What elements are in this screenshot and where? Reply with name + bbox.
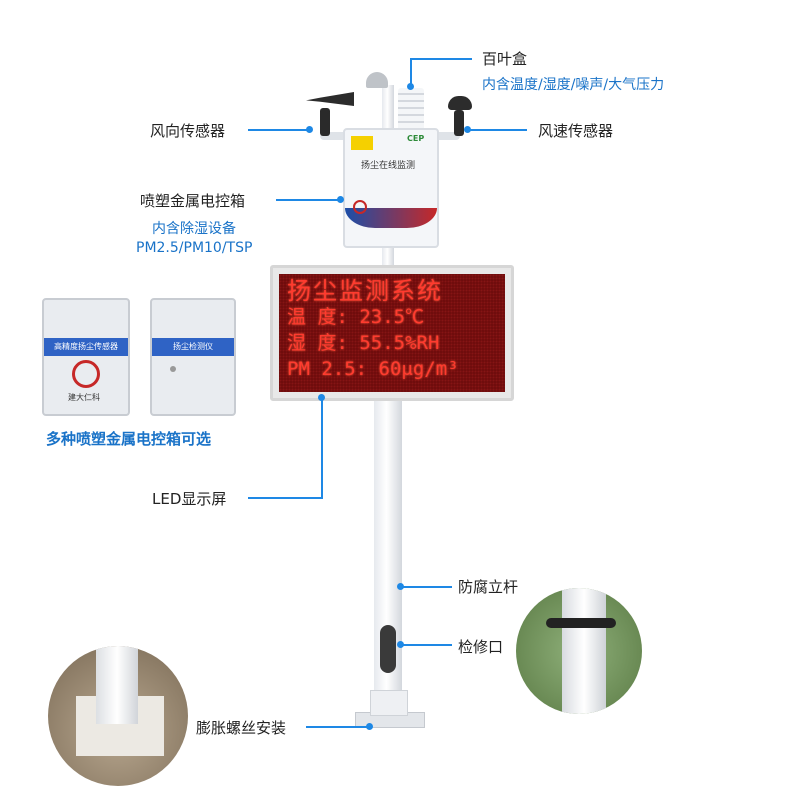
side-box-left-band: 高精度扬尘传感器 (44, 338, 128, 356)
side-box-left: 高精度扬尘传感器 建大仁科 (42, 298, 130, 416)
pole-line (400, 586, 452, 588)
install-line (306, 726, 368, 728)
shutter-box-dot (407, 83, 414, 90)
label-led-screen: LED显示屏 (152, 490, 227, 508)
led-display: 扬尘监测系统 温 度: 23.5℃ 湿 度: 55.5%RH PM 2.5: 6… (270, 265, 514, 401)
label-wind-speed: 风速传感器 (538, 122, 614, 140)
led-title: 扬尘监测系统 (287, 277, 443, 305)
install-photo (48, 646, 188, 786)
cep-badge: CEP (407, 134, 425, 143)
maintenance-hatch (380, 625, 396, 673)
label-maintenance-port: 检修口 (458, 638, 504, 656)
rain-cap (366, 72, 388, 88)
side-box-right: 扬尘检测仪 (150, 298, 236, 416)
label-install: 膨胀螺丝安装 (196, 719, 287, 737)
side-box-right-band: 扬尘检测仪 (152, 338, 234, 356)
control-box-label: 扬尘在线监测 (361, 161, 416, 171)
control-box-device: CEP 扬尘在线监测 (343, 128, 439, 248)
label-wind-direction: 风向传感器 (150, 122, 226, 140)
maintenance-photo-pole (562, 588, 606, 714)
led-line-h (248, 497, 323, 499)
label-box-options: 多种喷塑金属电控箱可选 (46, 430, 212, 448)
side-box-left-logo (72, 360, 100, 388)
control-box-swoosh (345, 208, 437, 228)
install-dot (366, 723, 373, 730)
anemometer (448, 96, 472, 110)
wind-vane-body (320, 108, 330, 136)
side-box-left-brand: 建大仁科 (68, 393, 100, 402)
wind-direction-dot (306, 126, 313, 133)
label-pole: 防腐立杆 (458, 578, 519, 596)
wind-direction-line (248, 129, 310, 131)
shutter-box-line-h (410, 58, 472, 60)
anemometer-body (454, 110, 464, 136)
maintenance-line (400, 644, 452, 646)
pole-flange (370, 690, 408, 716)
install-photo-pole (96, 646, 138, 724)
led-line-v (321, 397, 323, 498)
label-control-box-desc1: 内含除湿设备 (152, 221, 236, 237)
label-shutter-box: 百叶盒 (482, 50, 528, 68)
warning-sticker (351, 136, 373, 150)
control-box-logo (353, 200, 367, 214)
maintenance-photo (516, 588, 642, 714)
side-box-right-lock (170, 366, 176, 372)
label-control-box-desc2: PM2.5/PM10/TSP (136, 240, 253, 256)
label-shutter-box-desc: 内含温度/湿度/噪声/大气压力 (482, 77, 665, 93)
shutter-box-device (398, 88, 424, 134)
label-control-box: 喷塑金属电控箱 (140, 192, 246, 210)
wind-speed-line (467, 129, 527, 131)
maintenance-photo-cable (546, 618, 616, 628)
shutter-box-line-v (410, 58, 412, 86)
control-box-line (276, 199, 340, 201)
led-temperature: 温 度: 23.5℃ (287, 306, 425, 328)
wind-vane (306, 92, 354, 106)
led-pm25: PM 2.5: 60μg/m³ (287, 358, 459, 380)
control-box-dot (337, 196, 344, 203)
led-humidity: 湿 度: 55.5%RH (287, 332, 440, 354)
